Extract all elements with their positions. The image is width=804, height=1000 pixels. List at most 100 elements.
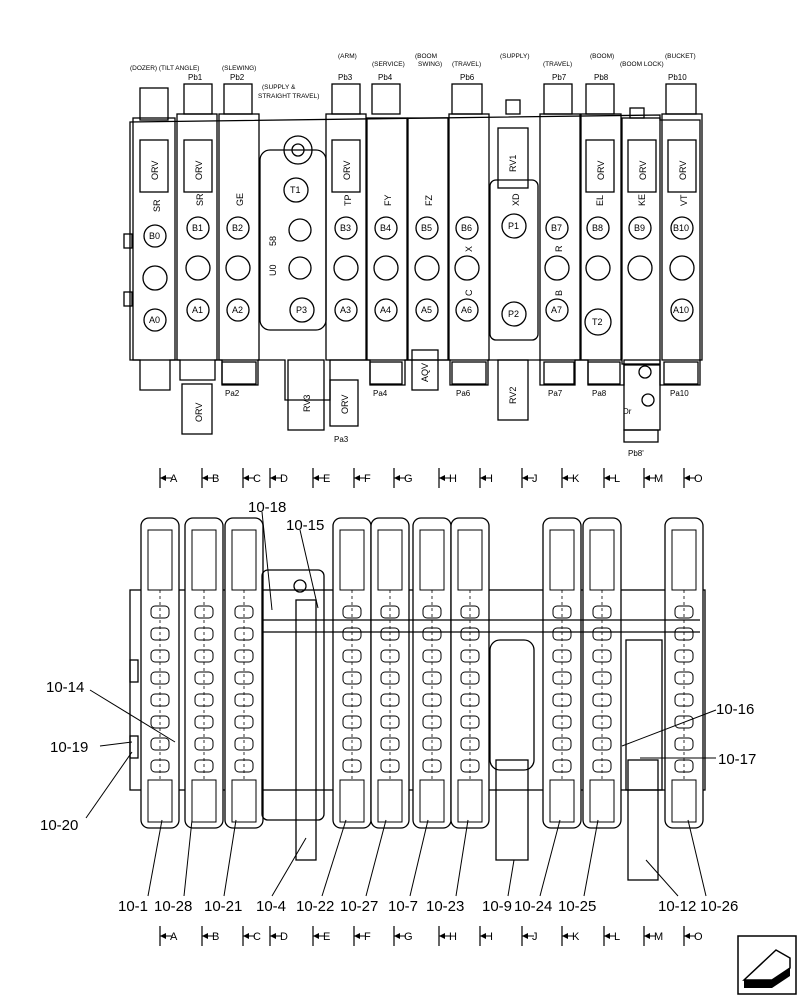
- port-b4: B4: [380, 223, 391, 233]
- orv-label-3: ORV: [342, 161, 352, 180]
- section-slabs: [132, 113, 703, 365]
- section-letter-l: L: [614, 931, 620, 943]
- section-marker-b: B: [201, 926, 219, 946]
- section-marker-l: L: [603, 468, 620, 488]
- tag-ge: GE: [235, 193, 245, 206]
- section-letter-a: A: [170, 931, 178, 943]
- callout-10-9: 10-9: [482, 898, 512, 915]
- label-supply: (SUPPLY): [500, 53, 530, 60]
- pilot-pb8: Pb8: [594, 73, 609, 82]
- pilot-pb10: Pb10: [668, 73, 687, 82]
- callout-10-15: 10-15: [286, 517, 324, 534]
- section-letter-k: K: [572, 931, 580, 943]
- port-b1: B1: [192, 223, 203, 233]
- callout-10-27: 10-27: [340, 898, 378, 915]
- section-letter-j: J: [532, 931, 538, 943]
- spool-tags: SR SR GE TP FY FZ X XD R EL KE VT C B U0…: [152, 193, 689, 296]
- callout-10-26: 10-26: [700, 898, 738, 915]
- tag-sr-1: SR: [195, 193, 205, 206]
- port-b3: B3: [340, 223, 351, 233]
- ports-b-row: [143, 216, 694, 248]
- port-a4: A4: [380, 305, 391, 315]
- inlet-section: [261, 569, 325, 821]
- port-b8: B8: [592, 223, 603, 233]
- port-b6: B6: [461, 223, 472, 233]
- callout-10-17: 10-17: [718, 751, 756, 768]
- callout-labels: 10-18 10-15 10-14 10-19 10-20 10-16 10-1…: [40, 499, 756, 915]
- pilot-top-labels: Pb1 Pb2 Pb3 Pb4 Pb6 Pb7 Pb8 Pb10: [188, 73, 687, 82]
- section-letter-f: F: [364, 473, 371, 485]
- section-letter-m: M: [654, 931, 663, 943]
- port-b5: B5: [421, 223, 432, 233]
- tag-fy: FY: [383, 194, 393, 206]
- label-boom-swing-1: (BOOM: [415, 53, 437, 60]
- section-marker-o: O: [683, 468, 703, 488]
- spool-assembly: [582, 517, 622, 829]
- callout-10-7: 10-7: [388, 898, 418, 915]
- section-letter-f: F: [364, 931, 371, 943]
- tag-tp: TP: [343, 194, 353, 206]
- port-p3: P3: [296, 305, 307, 315]
- callout-10-14: 10-14: [46, 679, 84, 696]
- orv-labels: ORV ORV ORV ORV ORV ORV ORV ORV RV1 RV2 …: [150, 155, 688, 422]
- section-marker-g: G: [393, 468, 413, 488]
- callout-10-20: 10-20: [40, 817, 78, 834]
- tag-xd: XD: [511, 193, 521, 206]
- section-marker-c: C: [242, 468, 261, 488]
- callout-10-16: 10-16: [716, 701, 754, 718]
- label-arm: (ARM): [338, 53, 357, 60]
- section-view: [129, 517, 706, 881]
- orv-label-7: ORV: [194, 403, 204, 422]
- section-letter-o: O: [694, 931, 703, 943]
- function-labels: (DOZER) (TILT ANGLE) (SLEWING) (SUPPLY &…: [130, 53, 696, 100]
- spool-assembly: [332, 517, 372, 829]
- label-dozer-tilt: (DOZER) (TILT ANGLE): [130, 65, 199, 72]
- next-page-arrow-icon[interactable]: [737, 935, 797, 995]
- label-travel-2: (TRAVEL): [543, 61, 572, 68]
- port-a7: A7: [551, 305, 562, 315]
- spool-assembly: [542, 517, 582, 829]
- spool-assembly: [412, 517, 452, 829]
- pilot-pa7: Pa7: [548, 389, 563, 398]
- spool-plugs: [142, 218, 695, 291]
- section-letter-c: C: [253, 473, 261, 485]
- callout-10-1: 10-1: [118, 898, 148, 915]
- callout-leaders: [85, 511, 717, 897]
- callout-10-24: 10-24: [514, 898, 552, 915]
- pilot-pb7: Pb7: [552, 73, 567, 82]
- port-b7: B7: [551, 223, 562, 233]
- section-marker-m: M: [643, 468, 663, 488]
- drain-dr: Dr: [623, 407, 632, 416]
- spool-assembly: [664, 517, 704, 829]
- section-letter-g: G: [404, 473, 413, 485]
- ports-b-labels: B0 B1 B2 B3 B4 B5 B6 B7 B8 B9 B10: [149, 223, 689, 241]
- section-marker-b: B: [201, 468, 219, 488]
- section-letter-h: H: [449, 931, 457, 943]
- callout-10-4: 10-4: [256, 898, 286, 915]
- tag-b: B: [554, 290, 564, 296]
- section-marker-g: G: [393, 926, 413, 946]
- label-service: (SERVICE): [372, 61, 405, 68]
- boom-lock-section: [625, 639, 663, 791]
- side-bolts: [123, 233, 133, 307]
- section-marker-e: E: [312, 926, 330, 946]
- callout-10-21: 10-21: [204, 898, 242, 915]
- port-p1: P1: [508, 221, 519, 231]
- orv-label-5: ORV: [638, 161, 648, 180]
- section-letter-g: G: [404, 931, 413, 943]
- pilot-pa4: Pa4: [373, 389, 388, 398]
- relief-rv1: RV1: [508, 155, 518, 172]
- pilot-pa3: Pa3: [334, 435, 349, 444]
- section-letter-b: B: [212, 931, 219, 943]
- port-b10: B10: [673, 223, 689, 233]
- section-marker-a: A: [159, 468, 178, 488]
- boom-lock-relief: [627, 759, 659, 881]
- section-letter-e: E: [323, 931, 330, 943]
- relief-rv2: RV2: [508, 387, 518, 404]
- section-letter-l: L: [614, 473, 620, 485]
- section-letter-b: B: [212, 473, 219, 485]
- section-letter-i: I: [490, 473, 493, 485]
- inlet-spool: [295, 599, 317, 861]
- spool-assembly: [224, 517, 264, 829]
